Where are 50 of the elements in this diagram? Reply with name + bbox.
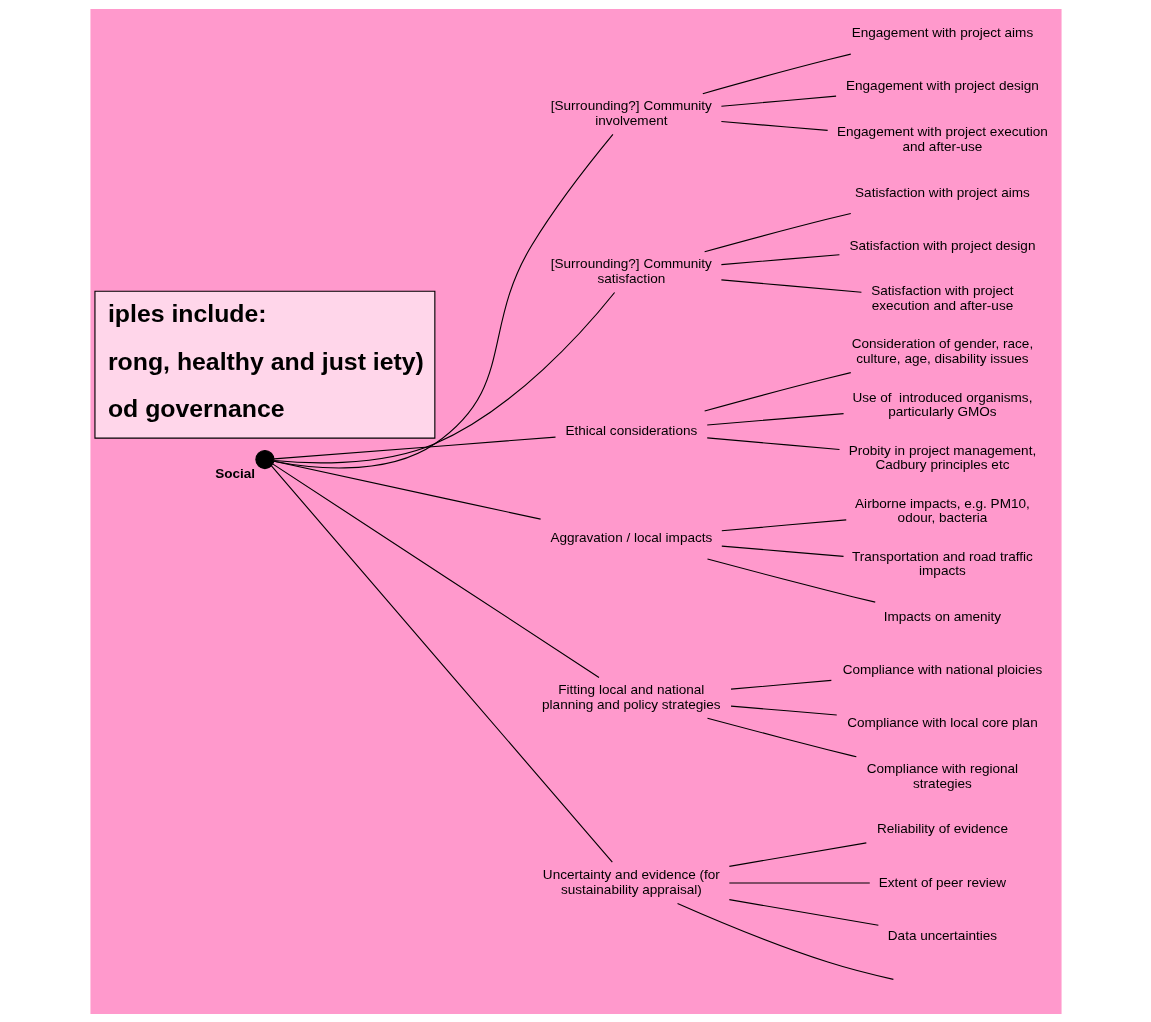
node-text: Probity in project management, Cadbury principles etc [848, 442, 1036, 472]
node-text: Use of introduced organisms, particularly GMOs [851, 389, 1032, 419]
node-text: Compliance with national ploicies [842, 661, 1042, 677]
connector [728, 841, 867, 867]
connector [720, 95, 837, 107]
node-text: Data uncertainties [887, 927, 997, 943]
connector [706, 717, 857, 757]
node-text: Satisfaction with project aims [854, 184, 1030, 200]
connector [703, 212, 851, 252]
connector [720, 545, 844, 557]
connector [729, 705, 837, 716]
connector [272, 133, 613, 468]
connector [720, 518, 847, 531]
node-text: Engagement with project aims [851, 24, 1033, 40]
node-text: Impacts on amenity [883, 608, 1001, 624]
connector [706, 557, 876, 603]
node-text: Compliance with local core plan [846, 714, 1038, 730]
connector [703, 371, 851, 412]
node-text: Satisfaction with project execution and after-use [870, 282, 1014, 313]
node-label: Social [214, 465, 255, 481]
connector [720, 253, 840, 265]
connector [728, 898, 879, 926]
node-text: Compliance with regional strategies [866, 760, 1018, 791]
connector [706, 412, 844, 426]
node-text: Extent of peer review [878, 874, 1006, 890]
connector [676, 902, 894, 980]
node-text: Transportation and road traffic impacts [851, 548, 1033, 578]
connector [271, 463, 600, 678]
node-text: Aggravation / local impacts [549, 529, 712, 545]
node-text: Engagement with project execution and after-use [836, 123, 1048, 154]
node-text: Consideration of gender, race, culture, age, disability issues [851, 335, 1033, 366]
connector [270, 464, 613, 863]
connector [720, 278, 862, 293]
node-circle [254, 449, 274, 469]
connector [701, 53, 851, 94]
node-text: Fitting local and national planning and policy strategies [541, 681, 721, 712]
connector [729, 679, 832, 690]
node-text: Reliability of evidence [876, 820, 1008, 836]
node-text: [Surrounding?] Community satisfaction [550, 255, 712, 286]
node-text: Engagement with project design [845, 77, 1039, 93]
node-text: Airborne impacts, e.g. PM10, odour, bacteria [854, 495, 1030, 525]
connector [272, 460, 541, 520]
node-text: Uncertainty and evidence (for sustainability appraisal) [542, 866, 720, 897]
connector [272, 436, 556, 459]
node-text: Ethical considerations [564, 422, 697, 438]
connector [706, 436, 840, 450]
node-text: [Surrounding?] Community involvement [550, 97, 712, 128]
connector [273, 291, 615, 463]
connector [720, 120, 828, 131]
node-text: Satisfaction with project design [848, 237, 1035, 253]
